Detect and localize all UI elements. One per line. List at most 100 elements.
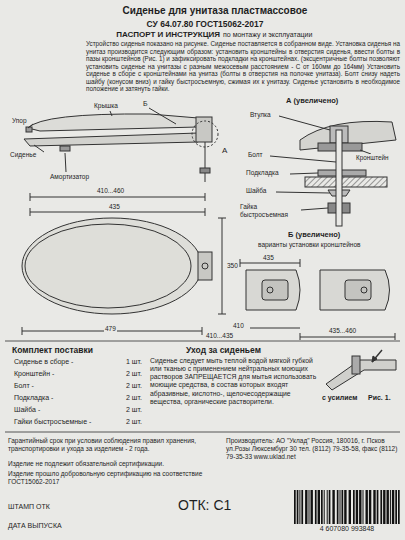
kit-item: Кронштейн - bbox=[14, 370, 124, 378]
figure-caption: Рис. 1. bbox=[368, 394, 391, 402]
care-text: Сиденье следует мыть теплой водой мягкой… bbox=[150, 357, 320, 406]
dimension-line bbox=[30, 212, 205, 213]
barcode bbox=[373, 490, 375, 524]
seat-side-view bbox=[205, 142, 206, 182]
seat-side-view bbox=[24, 133, 202, 146]
dimension-line bbox=[205, 193, 206, 201]
seat-top-view bbox=[198, 252, 212, 280]
barcode bbox=[332, 490, 334, 524]
hinge-detail-b bbox=[320, 270, 390, 310]
seat-side-view bbox=[60, 146, 70, 151]
inspection-mark: ОТК: С1 bbox=[178, 497, 231, 514]
leader-line bbox=[301, 208, 328, 210]
seat-side-view bbox=[192, 121, 218, 147]
hinge-detail-a bbox=[305, 177, 387, 187]
barcode bbox=[387, 490, 389, 524]
detail-note: варианты установки кронштейнов bbox=[258, 241, 360, 249]
dimension: 410 bbox=[232, 322, 245, 330]
mounting-figure bbox=[372, 356, 377, 362]
dimension-line bbox=[205, 208, 206, 216]
part-name: Амортизатор bbox=[50, 173, 89, 181]
dimension-line bbox=[300, 333, 301, 340]
barcode bbox=[392, 490, 394, 524]
dimension-line bbox=[30, 208, 31, 216]
barcode bbox=[349, 490, 351, 524]
barcode bbox=[353, 490, 355, 524]
section-subheading: по монтажу и эксплуатации bbox=[223, 31, 363, 39]
part-name: Крышка bbox=[94, 102, 118, 110]
dimension: 435 bbox=[108, 203, 121, 211]
hinge-detail-a bbox=[300, 121, 396, 226]
section-heading: Комплект поставки bbox=[12, 345, 93, 355]
mounting-figure bbox=[326, 360, 396, 390]
barcode bbox=[321, 490, 323, 524]
barcode bbox=[294, 490, 296, 524]
kit-quantity: 2 шт. bbox=[126, 394, 142, 402]
kit-item: Гайки быстросъемные - bbox=[14, 418, 124, 426]
mounting-figure bbox=[372, 350, 382, 362]
section-rule bbox=[5, 432, 400, 433]
kit-quantity: 1 шт. bbox=[126, 358, 142, 366]
dimension-line bbox=[240, 259, 241, 267]
kit-quantity: 2 шт. bbox=[126, 382, 142, 390]
leader-line bbox=[149, 108, 176, 124]
barcode bbox=[395, 490, 397, 524]
dimension: 410...460 bbox=[96, 187, 125, 195]
section-heading: Уход за сиденьем bbox=[186, 345, 261, 355]
barcode bbox=[305, 490, 307, 524]
hinge-detail-b bbox=[262, 280, 288, 300]
barcode bbox=[324, 490, 325, 524]
part-name: Гайка быстросъемная bbox=[240, 203, 298, 219]
dimension: 350 bbox=[226, 262, 239, 270]
barcode bbox=[377, 490, 379, 524]
dimension-line bbox=[240, 263, 300, 264]
mounting-figure bbox=[326, 350, 396, 390]
callout-letter: А bbox=[222, 146, 227, 156]
warranty-text: Гарантийный срок при условии соблюдения … bbox=[8, 437, 216, 453]
dimension: 410...435 bbox=[205, 332, 234, 340]
barcode bbox=[297, 490, 299, 524]
section-heading: ПАСПОРТ И ИНСТРУКЦИЯ bbox=[96, 30, 220, 40]
leader-line bbox=[65, 153, 66, 172]
seat-top-view bbox=[22, 218, 202, 314]
kit-quantity: 2 шт. bbox=[126, 370, 142, 378]
kit-item: Болт - bbox=[14, 382, 124, 390]
leader-line bbox=[270, 116, 371, 210]
mounting-figure bbox=[352, 356, 360, 374]
date-field: ДАТА ВЫПУСКА bbox=[8, 522, 62, 530]
section-rule bbox=[5, 341, 400, 342]
barcode bbox=[383, 490, 385, 524]
hinge-detail-b bbox=[267, 287, 273, 293]
barcode bbox=[342, 490, 344, 524]
leader-line bbox=[110, 111, 112, 116]
hinge-detail-b bbox=[361, 287, 367, 293]
kit-item: Шайба - bbox=[14, 406, 124, 414]
leader-line bbox=[290, 173, 318, 174]
dimension: 435 bbox=[262, 254, 275, 262]
dimension-line bbox=[218, 218, 226, 219]
figure-note: с усилием bbox=[322, 394, 357, 402]
part-name: Втулка bbox=[250, 111, 271, 119]
dimension-line bbox=[395, 333, 396, 340]
part-name: Кронштейн bbox=[355, 154, 390, 162]
hinge-detail-b bbox=[345, 280, 371, 300]
barcode bbox=[299, 490, 300, 524]
seat-side-view bbox=[200, 168, 210, 173]
barcode bbox=[327, 490, 328, 524]
seat-top-view bbox=[25, 224, 191, 308]
barcode bbox=[359, 490, 361, 524]
standard-code: СУ 64.07.80 ГОСТ15062-2017 bbox=[110, 19, 300, 29]
callout-letter: Б bbox=[143, 100, 148, 108]
barcode bbox=[315, 490, 317, 524]
barcode bbox=[318, 490, 320, 524]
certification-note: Изделие прошло добровольную сертификацию… bbox=[8, 470, 216, 486]
leader-line bbox=[270, 156, 336, 162]
leader-line bbox=[28, 108, 176, 172]
dimension-line bbox=[22, 327, 23, 335]
part-name: Упор bbox=[12, 117, 27, 125]
barcode bbox=[356, 490, 358, 524]
barcode bbox=[390, 490, 391, 524]
barcode-number: 4 607080 993848 bbox=[292, 525, 402, 533]
barcode bbox=[380, 490, 382, 524]
